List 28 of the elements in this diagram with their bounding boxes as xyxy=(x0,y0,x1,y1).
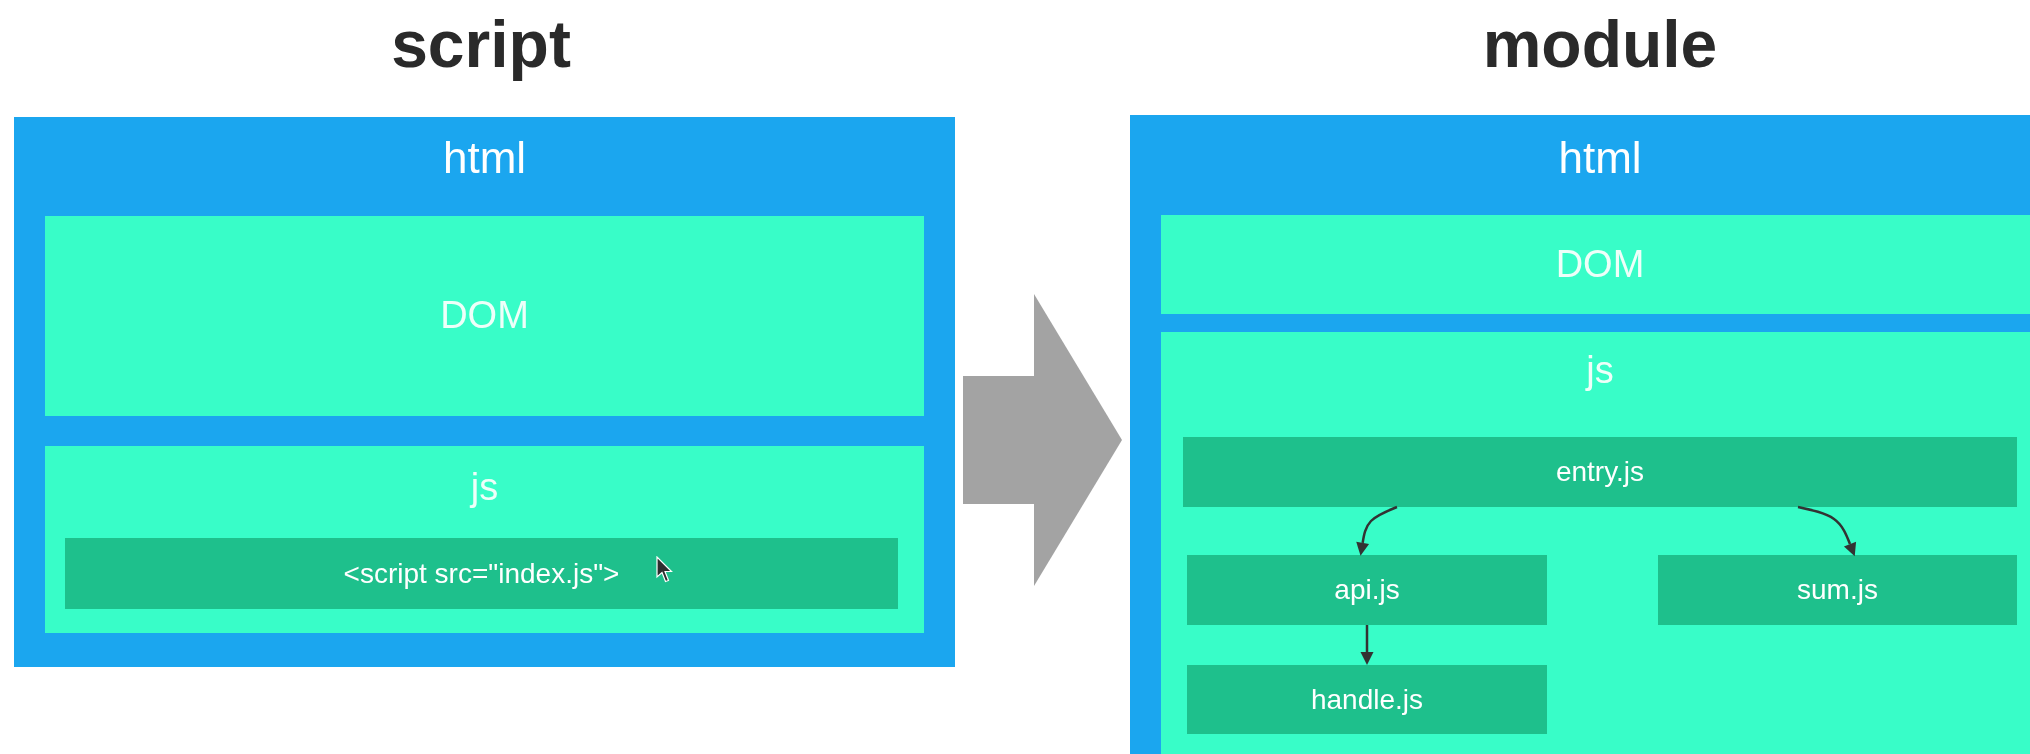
panel-title: js xyxy=(470,466,499,510)
panel-title: DOM xyxy=(440,294,529,338)
module-bar xyxy=(1183,437,2017,507)
panel-title: html xyxy=(1558,132,1642,184)
module-bar xyxy=(1658,555,2017,625)
file-name: sum.js xyxy=(1797,573,1878,607)
html-panel xyxy=(1130,115,2030,754)
panel-title: html xyxy=(442,132,527,184)
section-heading: script xyxy=(391,7,571,81)
panel-title: DOM xyxy=(1555,242,1645,287)
file-name: api.js xyxy=(1334,573,1400,607)
dom-panel xyxy=(45,216,924,416)
js-panel xyxy=(1161,332,2030,754)
script-tag-bar xyxy=(65,538,898,609)
module-bar xyxy=(1187,665,1547,734)
code-text: <script src="index.js"> xyxy=(343,557,620,590)
html-panel xyxy=(14,117,955,667)
arrow xyxy=(1356,505,1398,556)
file-name: handle.js xyxy=(1310,683,1424,716)
file-name: entry.js xyxy=(1555,455,1645,489)
arrow xyxy=(1797,505,1857,557)
panel-title: js xyxy=(1586,349,1614,393)
block-arrow xyxy=(963,294,1122,586)
module-bar xyxy=(1187,555,1547,625)
dom-panel xyxy=(1161,215,2030,314)
js-panel xyxy=(45,446,924,633)
section-heading: module xyxy=(1482,7,1718,81)
arrow xyxy=(1360,625,1374,665)
